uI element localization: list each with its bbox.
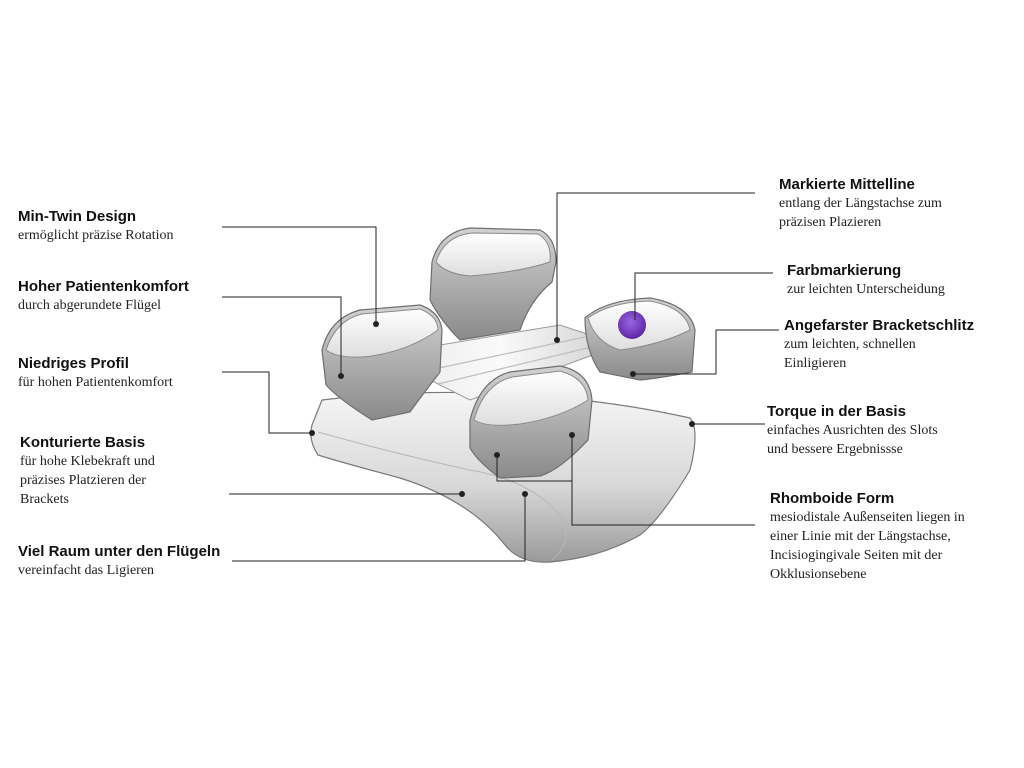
label-marked-midline: Markierte Mittelline entlang der Längsta…	[779, 176, 942, 232]
wing-back-left	[429, 227, 557, 341]
leader-color-marking	[634, 272, 773, 320]
label-title: Hoher Patientenkomfort	[18, 278, 189, 295]
label-desc: für hohen Patientenkomfort	[18, 375, 173, 390]
leader-min-twin	[222, 226, 377, 322]
label-desc: für hohe Klebekraft und präzises Platzie…	[20, 454, 155, 507]
label-title: Niedriges Profil	[18, 355, 129, 372]
leader-rhomboid-left	[496, 455, 572, 482]
wing-front-left	[321, 304, 443, 421]
leader-marked-midline	[556, 192, 755, 340]
label-desc: entlang der Längstachse zum präzisen Pla…	[779, 196, 942, 230]
leader-lines	[222, 192, 779, 562]
label-contoured-base: Konturierte Basis für hohe Klebekraft un…	[20, 434, 155, 509]
leader-space-under-wings	[232, 494, 526, 562]
leader-chamfered-slot	[633, 329, 779, 375]
label-low-profile: Niedriges Profil für hohen Patientenkomf…	[18, 355, 173, 392]
label-torque-base: Torque in der Basis einfaches Ausrichten…	[767, 403, 938, 459]
label-title: Markierte Mittelline	[779, 176, 915, 193]
label-desc: vereinfacht das Ligieren	[18, 563, 155, 578]
label-min-twin: Min-Twin Design ermöglicht präzise Rotat…	[18, 208, 174, 245]
label-title: Konturierte Basis	[20, 434, 146, 451]
label-title: Farbmarkierung	[787, 262, 902, 279]
label-desc: durch abgerundete Flügel	[18, 298, 162, 313]
label-space-under-wings: Viel Raum unter den Flügeln vereinfacht …	[18, 543, 220, 580]
label-desc: ermöglicht präzise Rotation	[18, 228, 174, 243]
label-title: Min-Twin Design	[18, 208, 137, 225]
label-patient-comfort: Hoher Patientenkomfort durch abgerundete…	[18, 278, 189, 315]
label-title: Torque in der Basis	[767, 403, 906, 420]
label-color-marking: Farbmarkierung zur leichten Unterscheidu…	[787, 262, 945, 299]
label-title: Rhomboide Form	[770, 490, 895, 507]
leader-patient-comfort	[222, 296, 342, 375]
label-chamfered-slot: Angefarster Bracketschlitz zum leichten,…	[784, 317, 974, 373]
label-desc: mesiodistale Außenseiten liegen in einer…	[770, 510, 965, 582]
leader-low-profile	[222, 371, 310, 434]
label-title: Angefarster Bracketschlitz	[784, 317, 975, 334]
wing-back-right	[584, 297, 696, 381]
label-rhomboid-form: Rhomboide Form mesiodistale Außenseiten …	[770, 490, 965, 584]
wing-front-right	[469, 365, 593, 479]
leader-rhomboid-right	[571, 435, 755, 526]
label-desc: zum leichten, schnellen Einligieren	[784, 337, 916, 371]
label-desc: zur leichten Unterscheidung	[787, 282, 945, 297]
color-marker-dot	[618, 311, 646, 339]
leader-dots	[309, 321, 695, 497]
label-desc: einfaches Ausrichten des Slots und besse…	[767, 423, 938, 457]
label-title: Viel Raum unter den Flügeln	[18, 543, 221, 560]
